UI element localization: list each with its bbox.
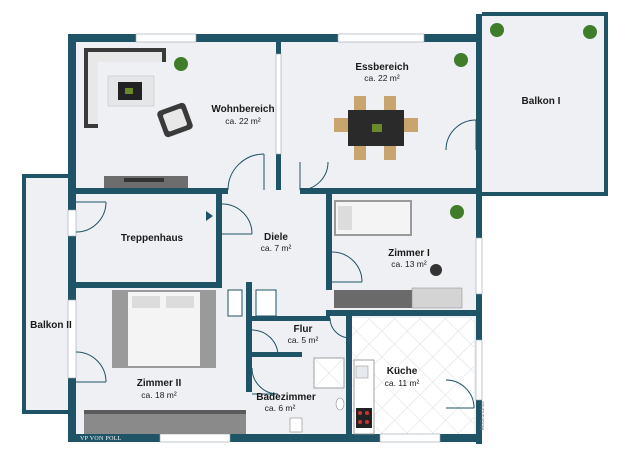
desk-icon (411, 287, 463, 309)
shelf-icon (334, 290, 414, 308)
room-labels: Wohnbereich ca. 22 m² Essbereich ca. 22 … (30, 62, 561, 413)
wohnbereich-label: Wohnbereich (211, 104, 274, 115)
plant-icon (174, 23, 597, 219)
single-bed-icon (334, 200, 412, 236)
closet-icon (227, 289, 243, 317)
flur-label: Flur (294, 324, 313, 335)
balkon2-label: Balkon II (30, 320, 72, 331)
kueche-area: ca. 11 m² (385, 378, 420, 388)
sink-icon (289, 417, 303, 433)
badezimmer-label: Badezimmer (256, 392, 316, 403)
badezimmer-area: ca. 6 m² (265, 403, 296, 413)
balcony-1-floor (482, 14, 608, 196)
zimmer2-area: ca. 18 m² (141, 390, 177, 400)
toilet-icon (335, 397, 345, 411)
treppenhaus-label: Treppenhaus (121, 233, 184, 244)
kitchen-sink-icon (355, 365, 369, 379)
windows (67, 33, 483, 443)
stair-arrow-icon (206, 211, 213, 221)
kueche-label: Küche (387, 366, 418, 377)
flur-area: ca. 5 m² (288, 335, 319, 345)
diele-label: Diele (264, 232, 288, 243)
dining-table-icon (334, 96, 418, 160)
stove-icon (356, 408, 372, 428)
von-poll-logo: VP VON POLL (80, 436, 122, 442)
furniture (84, 23, 597, 435)
walls (22, 12, 608, 444)
double-bed-icon (112, 290, 216, 368)
wohnbereich-area: ca. 22 m² (225, 116, 261, 126)
doors (75, 119, 477, 409)
essbereich-area: ca. 22 m² (364, 73, 400, 83)
armchair-icon (157, 102, 193, 138)
sofa-icon (84, 48, 166, 128)
side-watermark: MöGrundriss (480, 401, 486, 430)
zimmer2-label: Zimmer II (137, 378, 182, 389)
living-dining-floor (70, 38, 480, 190)
balkon1-label: Balkon I (522, 96, 561, 107)
zimmer1-label: Zimmer I (388, 248, 430, 259)
diele-area: ca. 7 m² (261, 243, 292, 253)
essbereich-label: Essbereich (355, 62, 408, 73)
desk-chair-icon (430, 264, 442, 276)
zimmer1-area: ca. 13 m² (391, 259, 427, 269)
